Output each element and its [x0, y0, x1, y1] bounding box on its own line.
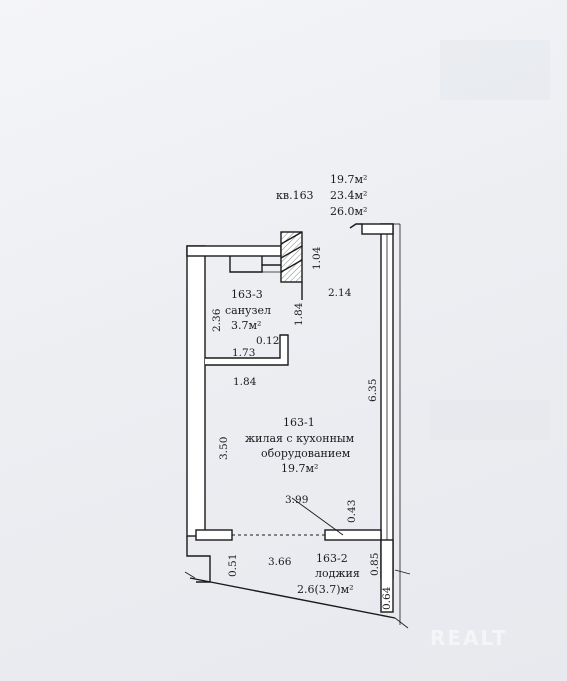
dim-3-50: 3.50 [218, 437, 230, 460]
dim-1-84-vertical: 1.84 [293, 302, 305, 326]
top-right-wall [361, 223, 394, 235]
room-living: 163-1 жилая с кухонным оборудованием 19.… [245, 416, 355, 475]
dim-2-36: 2.36 [211, 308, 223, 332]
living-id: 163-1 [283, 416, 315, 429]
loggia-name: лоджия [315, 567, 360, 580]
dim-0-85: 0.85 [369, 553, 381, 576]
living-name-line2: оборудованием [261, 447, 351, 460]
bathroom-id: 163-3 [231, 288, 263, 301]
dimension-labels: 1.04 2.14 2.36 1.84 0.12 1.73 1.84 6.35 … [211, 246, 393, 610]
dim-0-51: 0.51 [227, 554, 239, 577]
loggia-slanted-edge [189, 577, 396, 619]
dim-0-43: 0.43 [346, 500, 358, 523]
area-with-loggia: 26.0м² [330, 205, 367, 218]
left-wall [186, 245, 206, 537]
area-total: 23.4м² [330, 189, 367, 202]
paper-texture [430, 40, 550, 440]
bathroom-name: санузел [225, 304, 271, 317]
dim-1-04: 1.04 [311, 246, 323, 270]
dim-2-14: 2.14 [328, 287, 352, 299]
dim-0-12: 0.12 [256, 335, 279, 347]
living-name-line1: жилая с кухонным [245, 432, 355, 445]
dim-0-64: 0.64 [381, 586, 393, 610]
walls [184, 223, 411, 629]
realt-watermark: REALT [430, 626, 508, 650]
loggia-left-wall [186, 536, 211, 583]
dim-1-73: 1.73 [232, 347, 255, 359]
dim-3-99: 3.99 [285, 494, 308, 506]
apartment-number: кв.163 [276, 189, 314, 202]
loggia-right-wall [324, 529, 382, 541]
room-bathroom: 163-3 санузел 3.7м² [225, 288, 271, 332]
top-wall [186, 245, 282, 257]
dim-3-66: 3.66 [268, 556, 292, 568]
area-living: 19.7м² [330, 173, 367, 186]
loggia-id: 163-2 [316, 552, 348, 565]
room-loggia: 163-2 лоджия 2.6(3.7)м² [297, 552, 360, 596]
loggia-area: 2.6(3.7)м² [297, 583, 354, 596]
bathroom-area: 3.7м² [231, 319, 261, 332]
bathroom-partition [205, 334, 289, 366]
living-area: 19.7м² [281, 462, 318, 475]
apartment-header: кв.163 19.7м² 23.4м² 26.0м² [276, 173, 367, 218]
dimension-lines [291, 497, 344, 536]
dim-1-84-horizontal: 1.84 [233, 376, 257, 388]
watermark-text: REALT [430, 626, 508, 650]
dim-6-35: 6.35 [367, 379, 379, 402]
